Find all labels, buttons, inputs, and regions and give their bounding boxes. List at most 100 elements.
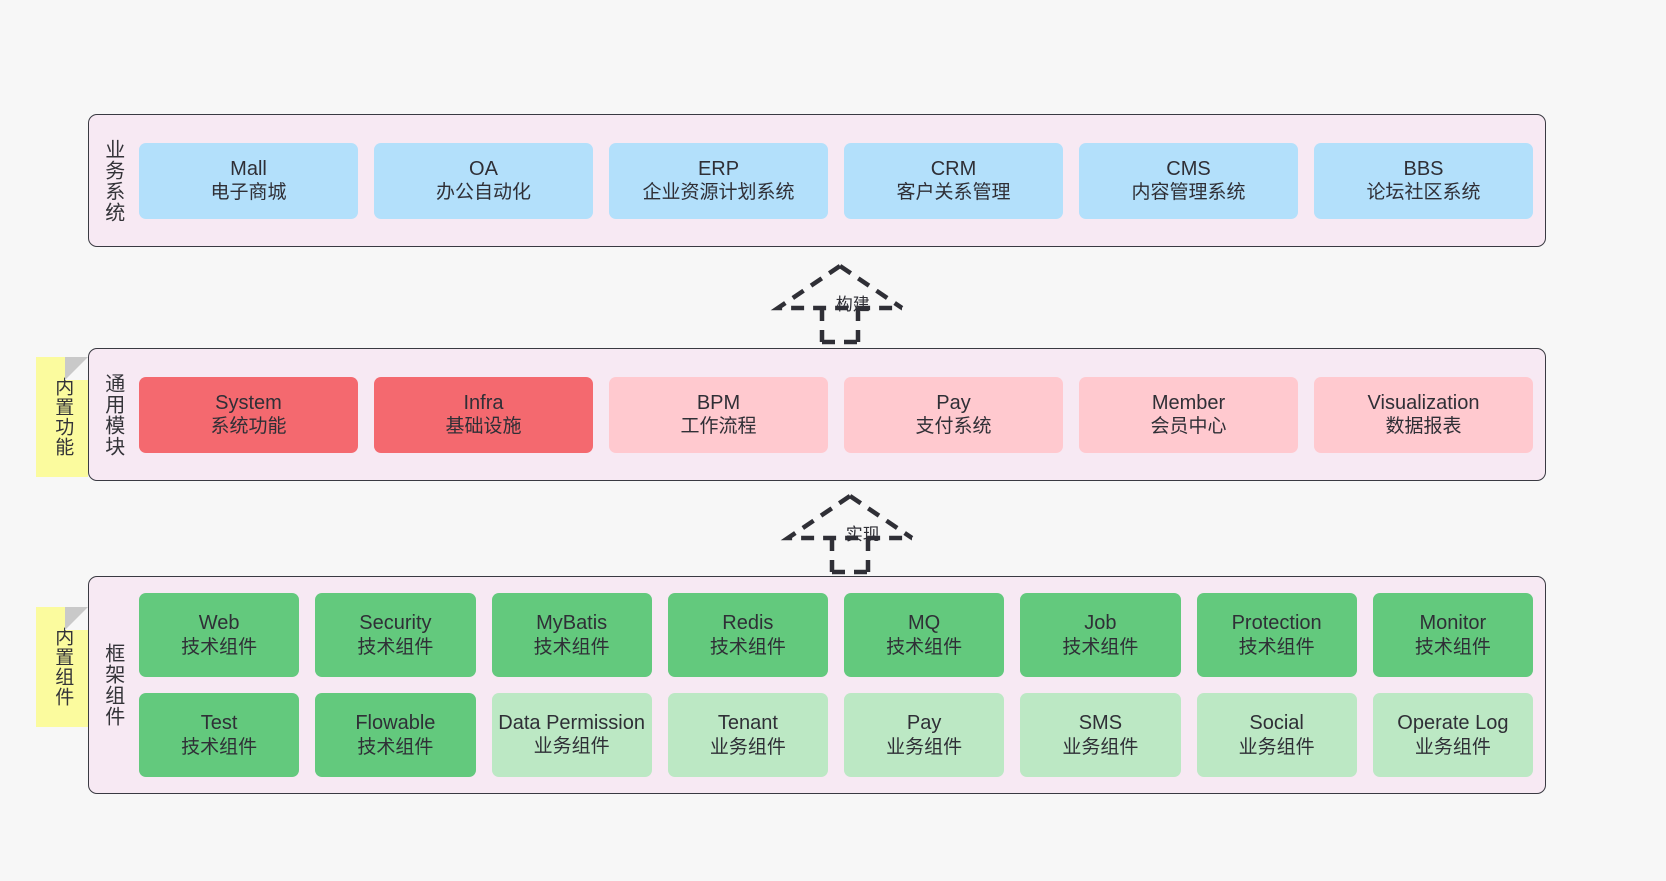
module-name: Monitor (1419, 612, 1487, 635)
module-name: BBS (1403, 157, 1444, 180)
module-name: Flowable (355, 712, 436, 735)
module-name: MQ (908, 612, 941, 635)
box-row: Web 技术组件 Security 技术组件 MyBatis 技术组件 Redi… (139, 593, 1533, 677)
module-name: Test (200, 712, 238, 735)
module-box-security[interactable]: Security 技术组件 (315, 593, 476, 677)
module-name: Protection (1231, 612, 1322, 635)
module-box-mall[interactable]: Mall 电子商城 (139, 142, 358, 219)
module-name: System (215, 391, 282, 414)
module-name: SMS (1078, 712, 1123, 735)
module-desc: 业务组件 (1414, 736, 1491, 758)
module-box-oa[interactable]: OA 办公自动化 (374, 142, 593, 219)
module-desc: 论坛社区系统 (1366, 182, 1481, 204)
module-box-test[interactable]: Test 技术组件 (139, 693, 300, 777)
module-desc: 业务组件 (709, 736, 786, 758)
module-box-mybatis[interactable]: MyBatis 技术组件 (491, 593, 652, 677)
layer-label-common-modules: 通用模块 (101, 372, 124, 457)
module-box-cms[interactable]: CMS 内容管理系统 (1079, 142, 1298, 219)
box-row: Test 技术组件 Flowable 技术组件 Data Permission … (139, 693, 1533, 777)
module-box-bpm[interactable]: BPM 工作流程 (609, 376, 828, 453)
module-desc: 技术组件 (181, 636, 258, 658)
connector-implement: 实现 (770, 492, 930, 575)
module-desc: 办公自动化 (435, 182, 531, 204)
module-name: Job (1084, 612, 1117, 635)
module-desc: 技术组件 (181, 736, 258, 758)
module-name: Social (1249, 712, 1304, 735)
module-name: Web (198, 612, 240, 635)
module-box-sms[interactable]: SMS 业务组件 (1020, 693, 1181, 777)
module-desc: 技术组件 (1238, 636, 1315, 658)
module-box-bbs[interactable]: BBS 论坛社区系统 (1314, 142, 1533, 219)
module-name: Pay (936, 391, 971, 414)
module-name: Visualization (1367, 391, 1480, 414)
module-desc: 数据报表 (1385, 416, 1462, 438)
module-box-visualization[interactable]: Visualization 数据报表 (1314, 376, 1533, 453)
module-name: Pay (906, 712, 942, 735)
layer-body-business-systems: Mall 电子商城 OA 办公自动化 ERP 企业资源计划系统 CRM 客户关系… (135, 115, 1545, 246)
module-box-web[interactable]: Web 技术组件 (139, 593, 300, 677)
connector-label-implement: 实现 (845, 525, 880, 544)
module-box-protection[interactable]: Protection 技术组件 (1196, 593, 1357, 677)
module-box-pay[interactable]: Pay 支付系统 (844, 376, 1063, 453)
module-box-monitor[interactable]: Monitor 技术组件 (1372, 593, 1533, 677)
module-name: Member (1151, 391, 1226, 414)
box-row: Mall 电子商城 OA 办公自动化 ERP 企业资源计划系统 CRM 客户关系… (139, 142, 1533, 219)
layer-body-framework-components: Web 技术组件 Security 技术组件 MyBatis 技术组件 Redi… (135, 577, 1545, 793)
module-desc: 企业资源计划系统 (642, 182, 795, 204)
module-box-job[interactable]: Job 技术组件 (1020, 593, 1181, 677)
module-box-flowable[interactable]: Flowable 技术组件 (315, 693, 476, 777)
module-name: CRM (930, 157, 977, 180)
module-box-tenant[interactable]: Tenant 业务组件 (667, 693, 828, 777)
module-desc: 技术组件 (709, 636, 786, 658)
module-name: Tenant (717, 712, 778, 735)
module-desc: 技术组件 (1414, 636, 1491, 658)
module-box-social[interactable]: Social 业务组件 (1196, 693, 1357, 777)
module-name: OA (469, 157, 498, 180)
module-desc: 技术组件 (357, 736, 434, 758)
box-row: System 系统功能 Infra 基础设施 BPM 工作流程 Pay 支付系统… (139, 376, 1533, 453)
sticky-note-builtin-component: 内置组件 (36, 607, 88, 727)
layer-business-systems: 业务系统 Mall 电子商城 OA 办公自动化 ERP 企业资源计划系统 CRM… (88, 114, 1546, 247)
module-desc: 工作流程 (680, 416, 757, 438)
module-name: Redis (722, 612, 774, 635)
module-desc: 内容管理系统 (1131, 182, 1246, 204)
layer-body-common-modules: System 系统功能 Infra 基础设施 BPM 工作流程 Pay 支付系统… (135, 349, 1545, 480)
module-box-mq[interactable]: MQ 技术组件 (844, 593, 1005, 677)
module-box-crm[interactable]: CRM 客户关系管理 (844, 142, 1063, 219)
module-desc: 技术组件 (357, 636, 434, 658)
module-desc: 业务组件 (886, 736, 963, 758)
module-name: Security (359, 612, 432, 635)
module-box-pay-business[interactable]: Pay 业务组件 (844, 693, 1005, 777)
module-desc: 技术组件 (533, 636, 610, 658)
layer-label-business-systems: 业务系统 (101, 138, 124, 223)
sticky-note-label: 内置功能 (52, 377, 74, 457)
layer-label-framework-components: 框架组件 (101, 643, 124, 727)
module-box-system[interactable]: System 系统功能 (139, 376, 358, 453)
sticky-note-label: 内置组件 (52, 627, 74, 707)
module-box-operate-log[interactable]: Operate Log 业务组件 (1372, 693, 1533, 777)
module-desc: 系统功能 (210, 416, 287, 438)
module-desc: 技术组件 (886, 636, 963, 658)
module-desc: 技术组件 (1062, 636, 1139, 658)
module-box-redis[interactable]: Redis 技术组件 (667, 593, 828, 677)
layer-framework-components: 框架组件 Web 技术组件 Security 技术组件 MyBatis 技术组件… (88, 576, 1546, 794)
module-box-data-permission[interactable]: Data Permission 业务组件 (491, 693, 652, 777)
module-desc: 业务组件 (533, 736, 610, 758)
module-name: ERP (697, 157, 740, 180)
layer-common-modules: 通用模块 System 系统功能 Infra 基础设施 BPM 工作流程 Pay… (88, 348, 1546, 481)
connector-build: 构建 (760, 262, 920, 345)
module-box-infra[interactable]: Infra 基础设施 (374, 376, 593, 453)
module-desc: 支付系统 (915, 416, 992, 438)
connector-label-build: 构建 (835, 295, 870, 314)
module-name: BPM (696, 391, 741, 414)
module-box-erp[interactable]: ERP 企业资源计划系统 (609, 142, 828, 219)
module-name: Mall (230, 157, 267, 180)
module-desc: 客户关系管理 (896, 182, 1011, 204)
module-name: Infra (463, 391, 504, 414)
module-desc: 电子商城 (210, 182, 287, 204)
module-box-member[interactable]: Member 会员中心 (1079, 376, 1298, 453)
module-name: MyBatis (536, 612, 608, 635)
module-name: CMS (1166, 157, 1211, 180)
module-name: Operate Log (1397, 712, 1509, 735)
